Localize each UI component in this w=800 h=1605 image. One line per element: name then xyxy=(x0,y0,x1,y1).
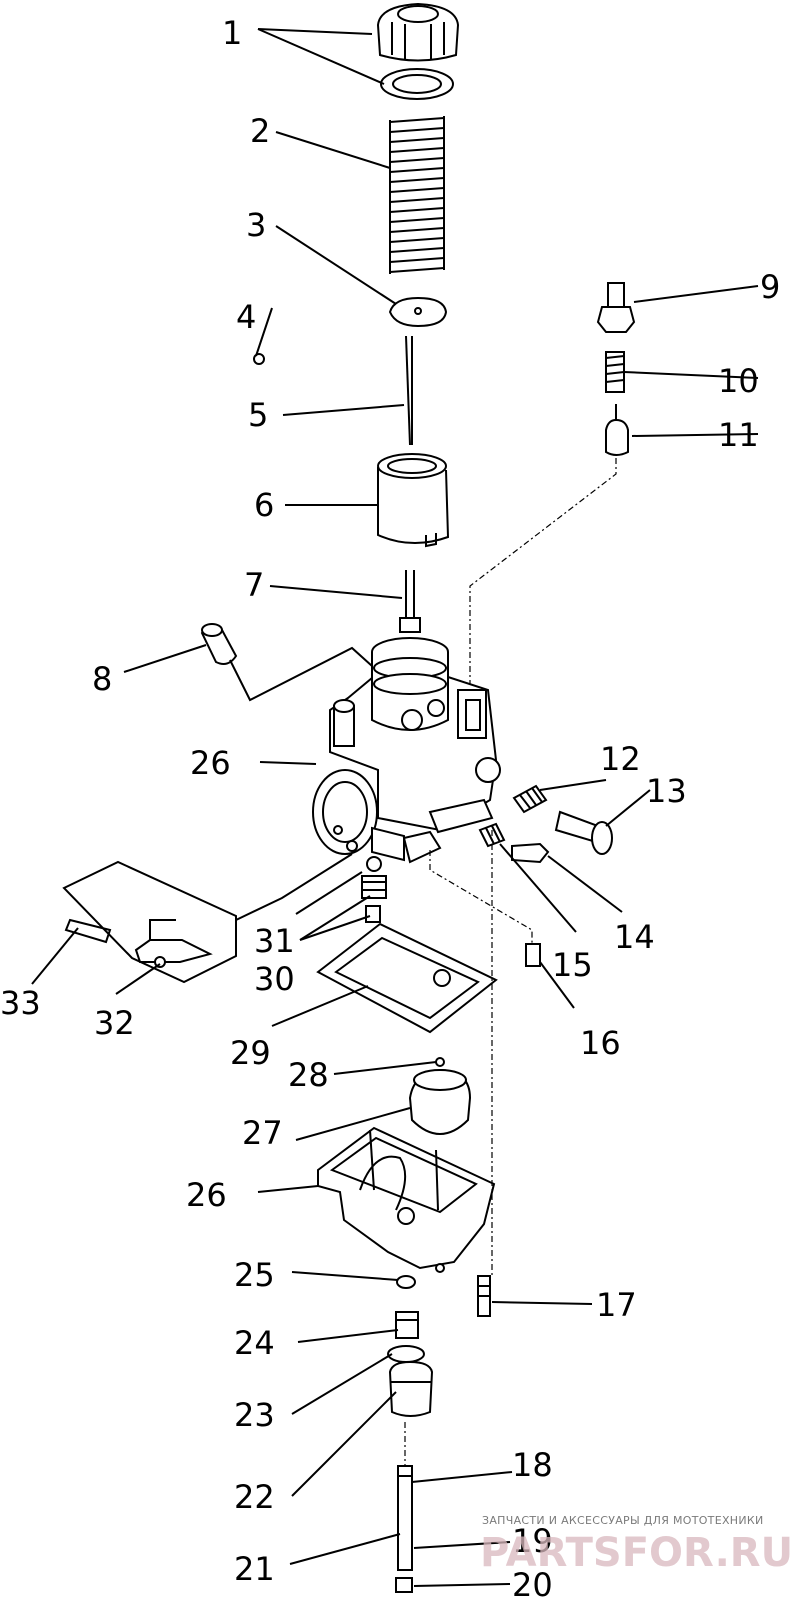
callout-3: 3 xyxy=(246,206,266,244)
part-jet-needle xyxy=(405,335,413,446)
part-pilot-spring xyxy=(605,351,625,393)
part-small-washer xyxy=(396,1275,416,1289)
part-needle-jet xyxy=(399,570,421,633)
callout-16: 16 xyxy=(580,1024,621,1062)
part-throttle-stop-screw xyxy=(554,810,613,855)
part-pilot-body xyxy=(596,282,636,333)
part-clip-plate xyxy=(388,296,448,328)
part-main-jet xyxy=(395,1311,419,1339)
part-gasket xyxy=(316,922,498,1034)
part-pilot-jet xyxy=(525,943,541,967)
callout-32: 32 xyxy=(94,1004,135,1042)
part-cap xyxy=(376,2,460,62)
connector-pilot-line xyxy=(469,458,617,720)
callout-29: 29 xyxy=(230,1034,271,1072)
watermark-brand: PARTSFOR.RU xyxy=(480,1530,793,1576)
callout-19: 19 xyxy=(512,1522,553,1560)
part-drain-plug xyxy=(388,1360,434,1417)
callout-7: 7 xyxy=(244,566,264,604)
callout-17: 17 xyxy=(596,1286,637,1324)
callout-27: 27 xyxy=(242,1114,283,1152)
callout-15: 15 xyxy=(552,946,593,984)
callout-12: 12 xyxy=(600,740,641,778)
callout-14: 14 xyxy=(614,918,655,956)
connector-pilot-jet xyxy=(429,850,533,944)
part-drain-tube xyxy=(397,1465,413,1571)
callout-23: 23 xyxy=(234,1396,275,1434)
callout-25: 25 xyxy=(234,1256,275,1294)
callout-1: 1 xyxy=(222,14,242,52)
callout-5: 5 xyxy=(248,396,268,434)
leader-lines xyxy=(31,28,759,1587)
callout-30: 30 xyxy=(254,960,295,998)
part-bowl-screw xyxy=(477,1275,491,1317)
callout-26-top: 26 xyxy=(190,744,231,782)
part-float xyxy=(408,1068,472,1135)
part-o-ring xyxy=(387,1345,425,1363)
part-plunger xyxy=(605,404,629,456)
part-choke-cap xyxy=(200,623,238,665)
callout-24: 24 xyxy=(234,1324,275,1362)
part-float-arm xyxy=(62,860,237,984)
callout-22: 22 xyxy=(234,1478,275,1516)
part-drain-bolt xyxy=(395,1577,413,1593)
part-plug xyxy=(435,1057,445,1067)
callout-8: 8 xyxy=(92,660,112,698)
connector-choke-line xyxy=(229,646,373,702)
callout-31: 31 xyxy=(254,922,295,960)
part-spring xyxy=(389,116,445,274)
part-jet-holder xyxy=(361,856,387,923)
connector-float-arm xyxy=(235,853,353,921)
callout-labels: 1 2 3 4 5 6 7 8 9 10 11 12 13 14 15 16 1… xyxy=(0,14,780,1604)
callout-33: 33 xyxy=(0,984,41,1022)
callout-6: 6 xyxy=(254,486,274,524)
callout-21: 21 xyxy=(234,1550,275,1588)
part-float-bowl xyxy=(317,1126,496,1273)
part-idle-spring xyxy=(512,784,548,814)
callout-10: 10 xyxy=(718,362,759,400)
callout-18: 18 xyxy=(512,1446,553,1484)
watermark: ЗАПЧАСТИ И АКСЕССУАРЫ ДЛЯ МОТОТЕХНИКИ PA… xyxy=(480,1514,793,1576)
part-throttle-valve xyxy=(377,453,450,548)
callout-9: 9 xyxy=(760,268,780,306)
callout-11: 11 xyxy=(718,416,759,454)
part-washer xyxy=(380,68,454,100)
part-carb-body xyxy=(312,637,501,864)
part-e-clip xyxy=(253,353,265,365)
callout-2: 2 xyxy=(250,112,270,150)
callout-13: 13 xyxy=(646,772,687,810)
part-pilot-screw xyxy=(511,842,550,864)
callout-26-bottom: 26 xyxy=(186,1176,227,1214)
callout-28: 28 xyxy=(288,1056,329,1094)
callout-4: 4 xyxy=(236,298,256,336)
watermark-caption: ЗАПЧАСТИ И АКСЕССУАРЫ ДЛЯ МОТОТЕХНИКИ xyxy=(482,1514,764,1527)
callout-20: 20 xyxy=(512,1566,553,1600)
